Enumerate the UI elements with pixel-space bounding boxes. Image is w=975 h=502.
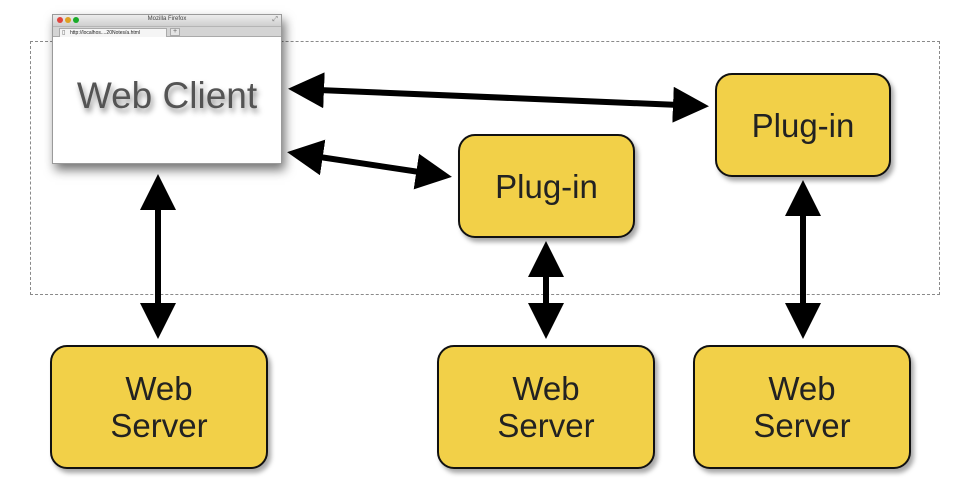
arrow-client-plugin-left: [287, 139, 452, 190]
web-server-left: Web Server: [50, 345, 268, 469]
tab-bar: ▯ http://localhos....20Notes/a.html +: [53, 27, 281, 37]
browser-tab[interactable]: ▯ http://localhos....20Notes/a.html: [59, 28, 167, 37]
web-client-window: Mozilla Firefox ⤢ ▯ http://localhos....2…: [52, 14, 282, 164]
window-titlebar: Mozilla Firefox ⤢: [53, 15, 281, 27]
web-server-right-line-1: Web: [768, 370, 836, 407]
tab-label: http://localhos....20Notes/a.html: [70, 30, 141, 36]
plugin-right-label: Plug-in: [751, 106, 855, 144]
web-server-middle-line-2: Server: [497, 407, 595, 444]
zoom-icon[interactable]: [73, 17, 79, 23]
web-server-left-line-2: Server: [110, 407, 208, 444]
arrow-client-plugin-right: [288, 72, 709, 123]
web-server-middle-line-1: Web: [512, 370, 580, 407]
close-icon[interactable]: [57, 17, 63, 23]
plugin-left: Plug-in: [458, 134, 635, 238]
web-server-right-line-2: Server: [753, 407, 851, 444]
window-title: Mozilla Firefox: [147, 16, 187, 22]
page-icon: ▯: [62, 30, 66, 36]
plugin-left-label: Plug-in: [495, 167, 598, 205]
web-server-left-line-1: Web: [125, 370, 193, 407]
web-client-label: Web Client: [76, 75, 258, 116]
web-server-middle: Web Server: [437, 345, 655, 469]
fullscreen-icon[interactable]: ⤢: [272, 16, 278, 23]
web-server-right: Web Server: [693, 345, 911, 469]
client-boundary: [30, 41, 940, 295]
new-tab-button[interactable]: +: [170, 28, 180, 36]
minimize-icon[interactable]: [65, 17, 71, 23]
plugin-right: Plug-in: [715, 73, 891, 177]
